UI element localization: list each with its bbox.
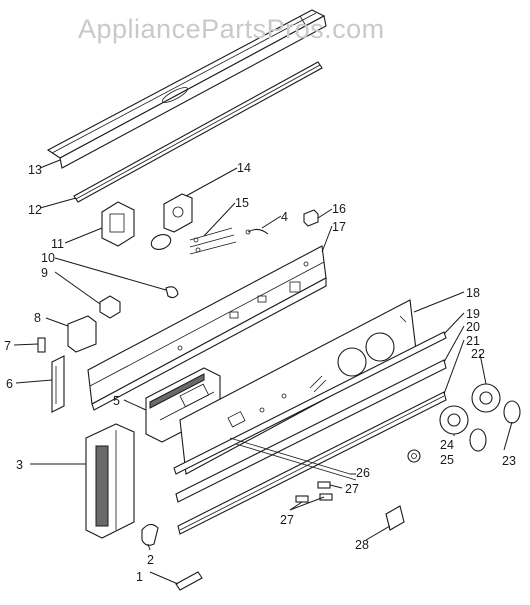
callout-26: 26 (356, 466, 370, 480)
part-12-filler-strip[interactable] (73, 61, 323, 203)
callout-27-left: 27 (280, 513, 294, 527)
part-9-switch[interactable] (99, 295, 121, 319)
callout-21: 21 (466, 334, 480, 348)
callout-14: 14 (237, 161, 251, 175)
part-17-control-bracket[interactable] (87, 245, 327, 411)
callout-15: 15 (235, 196, 249, 210)
callout-11: 11 (51, 237, 64, 251)
callout-10: 10 (41, 251, 55, 265)
part-19-trim-strip[interactable] (173, 331, 447, 475)
callout-18: 18 (466, 286, 480, 300)
part-3-handle-block[interactable] (85, 423, 135, 539)
callout-16: 16 (332, 202, 346, 216)
part-5-electronic-timer[interactable] (145, 367, 221, 443)
part-28-bracket[interactable] (385, 505, 405, 531)
callout-27-right: 27 (345, 482, 359, 496)
part-23-knob-insert[interactable] (469, 400, 521, 452)
part-2-clip[interactable] (141, 523, 159, 546)
callout-1: 1 (136, 570, 143, 584)
watermark: AppliancePartsPros.com (78, 14, 385, 44)
part-25-grommet[interactable] (407, 449, 421, 463)
callout-20: 20 (466, 320, 480, 334)
callout-9: 9 (41, 266, 48, 280)
part-27-screws[interactable] (295, 481, 333, 503)
callout-28: 28 (355, 538, 369, 552)
part-1-strip[interactable] (175, 571, 203, 591)
part-7-tab[interactable] (37, 337, 46, 353)
part-6-side-bracket[interactable] (51, 355, 65, 413)
part-8-cover[interactable] (67, 315, 97, 353)
part-16-block[interactable] (303, 209, 319, 227)
callout-19: 19 (466, 307, 480, 321)
part-20-trim-strip[interactable] (175, 359, 447, 503)
part-22-knob[interactable] (471, 383, 501, 413)
part-11-switch-housing[interactable] (101, 201, 135, 247)
part-26-screws[interactable] (229, 437, 357, 481)
part-14-bracket[interactable] (163, 193, 193, 233)
callout-labels: 13 12 11 14 15 4 16 17 10 9 8 7 6 5 18 1… (4, 161, 516, 584)
callout-2: 2 (147, 553, 154, 567)
callout-4: 4 (281, 210, 288, 224)
part-13-trim-channel[interactable] (46, 9, 327, 169)
callout-12: 12 (28, 203, 42, 217)
callout-13: 13 (28, 163, 42, 177)
callout-3: 3 (16, 458, 23, 472)
callout-7: 7 (4, 339, 11, 353)
callout-5: 5 (113, 394, 120, 408)
callout-8: 8 (34, 311, 41, 325)
part-10-clip[interactable] (165, 286, 179, 299)
callout-22: 22 (471, 347, 485, 361)
part-24-knob[interactable] (439, 405, 469, 435)
callout-23: 23 (502, 454, 516, 468)
part-18-control-panel[interactable] (179, 299, 417, 475)
part-4-connector[interactable] (245, 228, 269, 235)
leader-lines (13, 159, 513, 585)
callout-17: 17 (332, 220, 346, 234)
callout-24: 24 (440, 438, 454, 452)
callout-25: 25 (440, 453, 454, 467)
callout-6: 6 (6, 377, 13, 391)
part-15-wire-harness[interactable] (149, 227, 237, 255)
